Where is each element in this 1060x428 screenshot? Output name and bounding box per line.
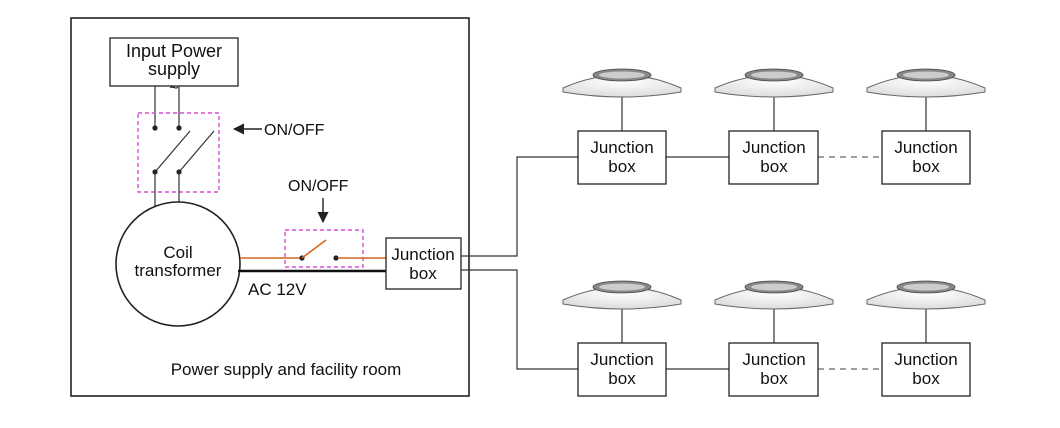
lamp-row-1: Junction box Junction box Junction box — [562, 68, 986, 185]
pool-light-2-2 — [714, 280, 834, 343]
ac-symbol: ~ — [169, 80, 178, 97]
secondary-switch-label: ON/OFF — [288, 178, 349, 195]
junction-box-1-2: Junction box — [728, 130, 819, 185]
junction-box-2-2: Junction box — [728, 342, 819, 397]
junction-2-3-line1: Junction — [894, 350, 957, 369]
pool-light-2-1 — [562, 280, 682, 343]
junction-2-3-line2: box — [912, 369, 940, 388]
junction-1-3-line2: box — [912, 157, 940, 176]
junction-2-2-line1: Junction — [742, 350, 805, 369]
trunk-wire-row1 — [461, 156, 578, 257]
main-junction-box: Junction box — [385, 237, 462, 290]
junction-1-2-line2: box — [760, 157, 788, 176]
junction-box-1-3: Junction box — [881, 130, 971, 185]
main-switch-outline — [137, 112, 220, 193]
coil-transformer: Coil transformer — [115, 201, 241, 327]
secondary-switch-outline — [284, 229, 364, 268]
facility-room-frame — [70, 17, 470, 397]
pool-light-1-3 — [866, 68, 986, 131]
main-junction-line1: Junction — [391, 245, 454, 264]
junction-1-1-line1: Junction — [590, 138, 653, 157]
junction-1-2-line1: Junction — [742, 138, 805, 157]
junction-2-1-line2: box — [608, 369, 636, 388]
input-power-supply: Input Power supply ~ — [109, 37, 239, 97]
junction-box-2-3: Junction box — [881, 342, 971, 397]
main-junction-line2: box — [409, 264, 437, 283]
input-power-line1: Input Power — [126, 41, 222, 61]
secondary-switch — [284, 229, 364, 268]
junction-2-2-line2: box — [760, 369, 788, 388]
room-label: Power supply and facility room — [171, 360, 402, 379]
junction-1-1-line2: box — [608, 157, 636, 176]
junction-2-1-line1: Junction — [590, 350, 653, 369]
junction-1-3-line1: Junction — [894, 138, 957, 157]
pool-light-1-1 — [562, 68, 682, 131]
pool-light-1-2 — [714, 68, 834, 131]
pool-light-2-3 — [866, 280, 986, 343]
main-switch-label: ON/OFF — [264, 122, 325, 139]
lamp-row-2: Junction box Junction box Junction box — [562, 280, 986, 397]
trunk-wire-row2 — [461, 269, 578, 370]
transformer-line1: Coil — [163, 243, 192, 262]
transformer-line2: transformer — [135, 261, 222, 280]
junction-box-2-1: Junction box — [577, 342, 667, 397]
junction-box-1-1: Junction box — [577, 130, 667, 185]
ac-voltage-label: AC 12V — [248, 280, 307, 299]
input-power-line2: supply — [148, 59, 200, 79]
